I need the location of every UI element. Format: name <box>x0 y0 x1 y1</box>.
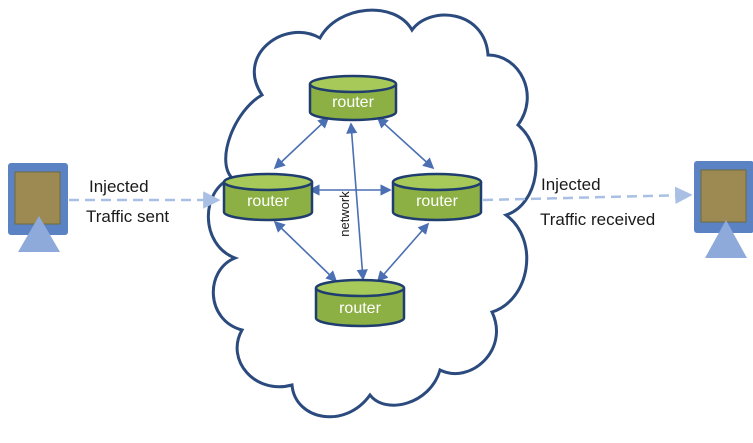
link-top-bottom <box>346 122 368 281</box>
router-top-label: router <box>332 94 374 111</box>
router-top: router <box>308 74 398 122</box>
receiver-label-line2: Traffic received <box>540 210 655 229</box>
router-bottom: router <box>314 278 406 328</box>
sender-label-line1: Injected <box>89 177 149 196</box>
link-left-bottom <box>273 220 338 283</box>
router-right: router <box>391 172 483 222</box>
network-label: network <box>337 191 352 237</box>
router-bottom-label: router <box>339 300 381 317</box>
traffic-received-arrow <box>482 186 693 205</box>
link-right-bottom <box>376 222 430 283</box>
network-cloud <box>206 8 538 419</box>
router-left-label: router <box>247 193 289 210</box>
router-left: router <box>222 172 314 222</box>
sender-label-line2: Traffic sent <box>86 207 169 226</box>
receiver-host-computer-icon <box>694 161 753 258</box>
link-top-left <box>273 116 330 170</box>
sender-host-computer-icon <box>8 163 68 252</box>
router-right-label: router <box>416 193 458 210</box>
link-top-right <box>376 116 435 170</box>
receiver-label-line1: Injected <box>541 175 601 194</box>
router-links <box>273 116 435 283</box>
